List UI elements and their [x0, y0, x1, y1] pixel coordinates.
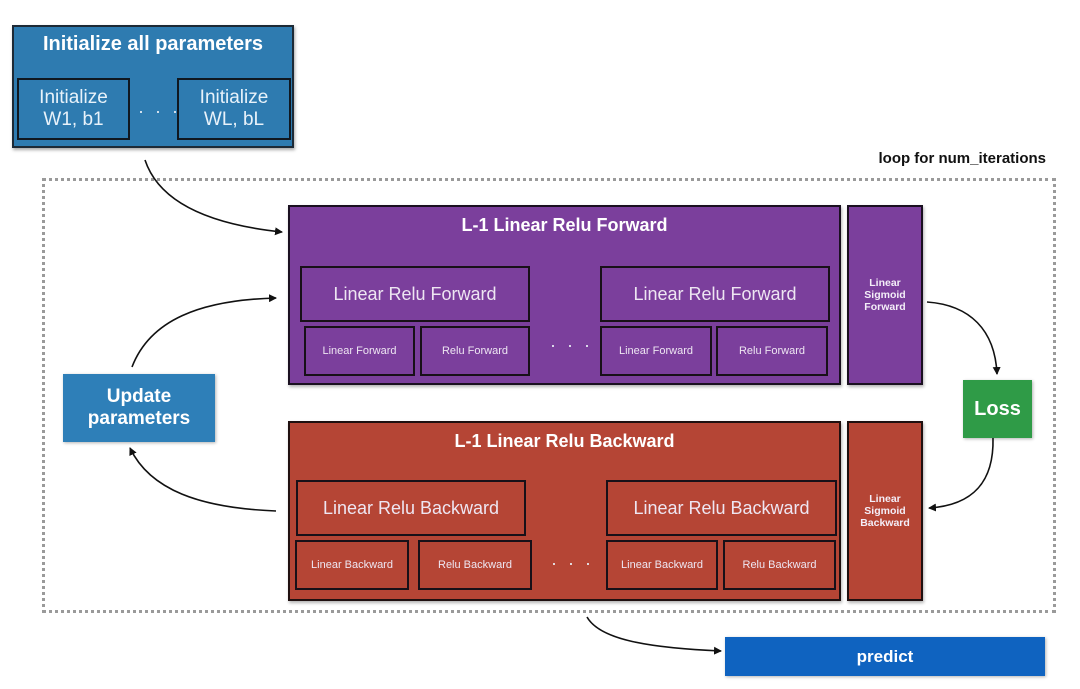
relu-forward-box-1: Relu Forward — [420, 326, 530, 376]
forward-ellipsis: · · · — [550, 335, 593, 355]
arrow-init-to-forward — [144, 159, 283, 236]
arrow-forward-to-loss — [926, 301, 1001, 375]
arrow-update-to-forward — [131, 294, 277, 368]
update-line1: Update — [106, 386, 172, 407]
loop-region — [42, 178, 1056, 613]
initialize-first-layer-box: Initialize W1, b1 — [17, 78, 130, 140]
initialize-first-line2: W1, b1 — [43, 109, 104, 130]
forward-title: L-1 Linear Relu Forward — [461, 215, 668, 235]
sigmoid-backward-line3: Backward — [860, 517, 910, 529]
linear-sigmoid-forward-box: Linear Sigmoid Forward — [847, 205, 923, 385]
linear-forward-box-2: Linear Forward — [600, 326, 712, 376]
backward-ellipsis: · · · — [551, 553, 594, 573]
linear-relu-backward-box-2: Linear Relu Backward — [606, 480, 837, 536]
sigmoid-forward-line3: Forward — [864, 301, 906, 313]
arrow-loop-to-predict — [586, 616, 722, 655]
initialize-last-layer-box: Initialize WL, bL — [177, 78, 291, 140]
relu-forward-box-2: Relu Forward — [716, 326, 828, 376]
arrow-backward-to-update — [129, 447, 277, 512]
backward-title: L-1 Linear Relu Backward — [454, 431, 675, 451]
loss-box: Loss — [963, 380, 1032, 438]
sigmoid-backward-line2: Sigmoid — [864, 505, 906, 517]
linear-relu-forward-box-1: Linear Relu Forward — [300, 266, 530, 322]
update-line2: parameters — [87, 408, 191, 429]
linear-relu-forward-box-2: Linear Relu Forward — [600, 266, 830, 322]
loop-label: loop for num_iterations — [878, 150, 1046, 167]
initialize-ellipsis: · · · — [138, 101, 181, 121]
forward-propagation-block: L-1 Linear Relu Forward Linear Relu Forw… — [288, 205, 841, 385]
predict-box: predict — [725, 637, 1045, 676]
initialize-parameters-box: Initialize all parameters Initialize W1,… — [12, 25, 294, 148]
initialize-last-line2: WL, bL — [203, 109, 265, 130]
initialize-title: Initialize all parameters — [42, 33, 264, 55]
linear-forward-box-1: Linear Forward — [304, 326, 415, 376]
linear-backward-box-2: Linear Backward — [606, 540, 718, 590]
relu-backward-box-2: Relu Backward — [723, 540, 836, 590]
linear-sigmoid-backward-box: Linear Sigmoid Backward — [847, 421, 923, 601]
sigmoid-forward-line2: Sigmoid — [864, 289, 906, 301]
linear-backward-box-1: Linear Backward — [295, 540, 409, 590]
initialize-first-line1: Initialize — [39, 87, 108, 108]
sigmoid-backward-line1: Linear — [869, 493, 901, 505]
linear-relu-backward-box-1: Linear Relu Backward — [296, 480, 526, 536]
backward-propagation-block: L-1 Linear Relu Backward Linear Relu Bac… — [288, 421, 841, 601]
initialize-last-line1: Initialize — [199, 87, 269, 108]
sigmoid-forward-line1: Linear — [869, 277, 901, 289]
arrow-loss-to-backward — [928, 437, 994, 512]
relu-backward-box-1: Relu Backward — [418, 540, 532, 590]
update-parameters-box: Update parameters — [63, 374, 215, 442]
